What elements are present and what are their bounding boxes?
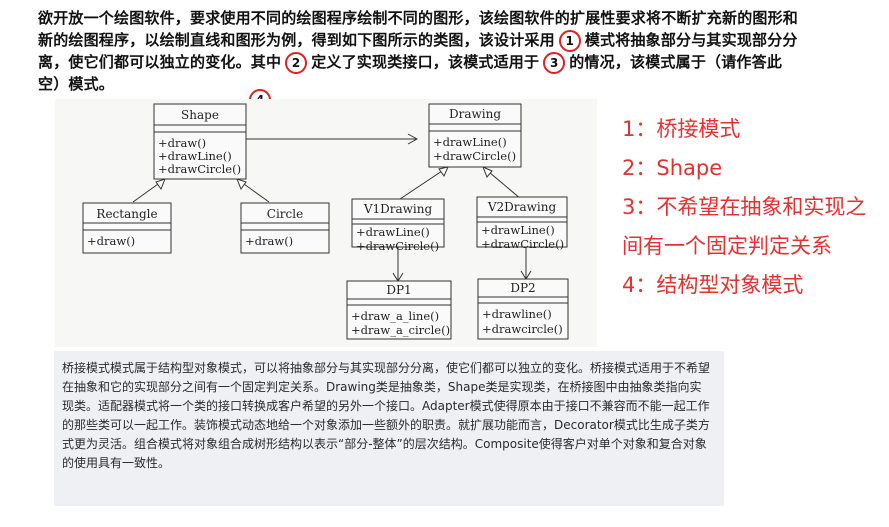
inheritance-line-v1drawing [399, 166, 449, 200]
question-part-1: 欲开放一个绘图软件，要求使用不同的绘图程序绘制不同的图形，该绘图软件的扩展性要求… [38, 9, 799, 49]
inheritance-arrow-icon [155, 178, 166, 191]
class-name: Circle [267, 207, 303, 221]
answer-list: 1：桥接模式 2：Shape 3：不希望在抽象和实现之 间有一个固定判定关系 4… [622, 110, 884, 305]
class-method: +drawLine() [433, 135, 507, 149]
class-method: +draw() [87, 234, 135, 248]
class-name: V1Drawing [363, 202, 433, 216]
class-method: +drawline() [482, 307, 552, 321]
uml-class-diagram: Shape +draw() +drawLine() +drawCircle() … [55, 99, 597, 347]
question-text: 欲开放一个绘图软件，要求使用不同的绘图程序绘制不同的图形，该绘图软件的扩展性要求… [38, 8, 798, 95]
class-box [346, 280, 452, 340]
explanation-panel: 桥接模式模式属于结构型对象模式，可以将抽象部分与其实现部分分离，使它们都可以独立… [54, 351, 724, 506]
answer-2: 2：Shape [622, 156, 723, 180]
association-arrow-icon [407, 133, 419, 145]
class-method: +drawCircle() [356, 239, 439, 253]
class-name: Drawing [449, 107, 501, 121]
class-v1drawing: V1Drawing +drawLine() +drawCircle() [351, 198, 445, 253]
class-drawing: Drawing +drawLine() +drawCircle() [428, 103, 522, 168]
class-name: V2Drawing [487, 200, 557, 214]
class-v2drawing: V2Drawing +drawLine() +drawCircle() [476, 196, 568, 251]
class-method: +drawCircle() [158, 162, 241, 176]
answer-4: 4：结构型对象模式 [622, 273, 804, 297]
class-method: +drawLine() [158, 149, 232, 163]
class-method: +drawcircle() [482, 322, 563, 336]
blank-marker-2: 2 [285, 51, 308, 74]
class-method: +draw() [158, 136, 206, 150]
answer-3: 3：不希望在抽象和实现之 [622, 195, 867, 219]
class-box [153, 103, 247, 180]
class-name: Shape [181, 108, 219, 122]
inheritance-arrow-icon [438, 166, 449, 178]
class-method: +drawCircle() [433, 149, 516, 163]
class-rectangle: Rectangle +draw() [82, 202, 172, 254]
question-part-2: 模式将抽象部分与其实现部分分离，使它们都可以独立的变化。其中 [38, 30, 798, 71]
question-part-4: 的情况，该模式属于（请作答此空）模式。 [38, 52, 783, 93]
class-box [351, 198, 445, 248]
class-box [82, 202, 172, 254]
class-shape: Shape +draw() +drawLine() +drawCircle() [153, 103, 247, 180]
class-box [477, 278, 569, 340]
class-circle: Circle +draw() [240, 202, 330, 254]
class-name: Rectangle [96, 207, 157, 221]
class-dp2: DP2 +drawline() +drawcircle() [477, 278, 569, 340]
inheritance-arrow-icon [482, 166, 493, 178]
class-box [428, 103, 522, 168]
answer-3-continued: 间有一个固定判定关系 [622, 234, 832, 258]
blank-marker-1: 1 [558, 29, 581, 52]
class-method: +draw_a_circle() [351, 323, 450, 337]
inheritance-arrow-icon [236, 178, 247, 191]
question-part-3: 定义了实现类接口，该模式适用于 [311, 52, 540, 71]
class-method: +draw_a_line() [351, 309, 439, 323]
class-dp1: DP1 +draw_a_line() +draw_a_circle() [346, 280, 452, 340]
class-method: +drawLine() [481, 223, 555, 237]
class-method: +drawCircle() [481, 237, 564, 251]
explanation-text: 桥接模式模式属于结构型对象模式，可以将抽象部分与其实现部分分离，使它们都可以独立… [62, 361, 711, 470]
class-box [240, 202, 330, 254]
class-method: +draw() [245, 234, 293, 248]
class-method: +drawLine() [356, 225, 430, 239]
blank-marker-3: 3 [543, 51, 566, 74]
class-name: DP2 [510, 281, 535, 295]
answer-1: 1：桥接模式 [622, 117, 741, 141]
class-name: DP1 [386, 283, 411, 297]
